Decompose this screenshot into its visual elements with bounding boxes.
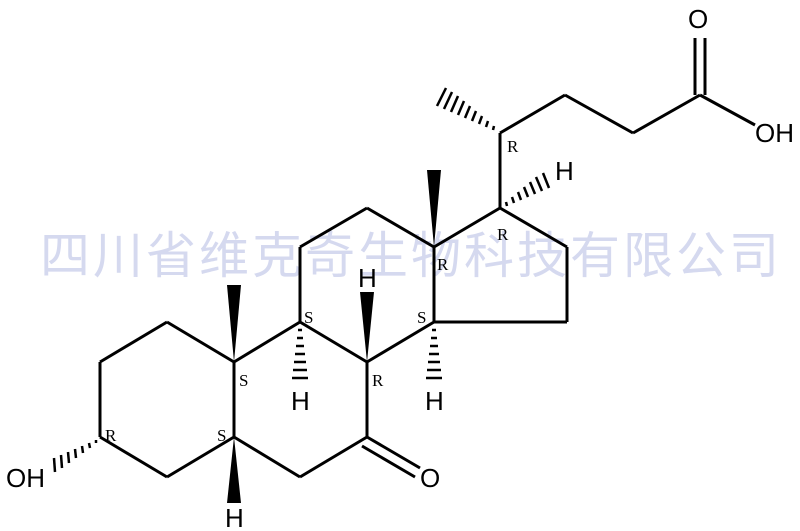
stereo-c3: R xyxy=(105,426,117,445)
stereo-labels: R R R S S S R R S xyxy=(105,137,519,445)
h-c17-label: H xyxy=(555,156,574,186)
stereo-c13: R xyxy=(437,255,449,274)
stereo-c10: S xyxy=(239,371,248,390)
h-c8-label: H xyxy=(358,263,377,293)
h-c14-label: H xyxy=(425,386,444,416)
h-c5-label: H xyxy=(225,503,244,531)
carboxyl-oxygen-label: O xyxy=(688,4,708,34)
stereo-c14: S xyxy=(417,308,426,327)
hydroxyl-label: OH xyxy=(6,463,45,493)
h-c9-label: H xyxy=(291,386,310,416)
hash-bonds xyxy=(52,87,551,473)
watermark-text: 四川省维克奇生物科技有限公司 xyxy=(40,227,782,285)
atom-labels: O OH OH O H H H H H xyxy=(6,4,794,531)
stereo-c8: R xyxy=(372,371,384,390)
wedge-bonds xyxy=(227,170,441,503)
stereo-c5: S xyxy=(217,426,226,445)
stereo-c17: R xyxy=(497,225,509,244)
bonds xyxy=(98,38,756,479)
stereo-c9: S xyxy=(304,308,313,327)
stereo-c20: R xyxy=(507,137,519,156)
carboxyl-hydroxyl-label: OH xyxy=(755,118,794,148)
ketone-oxygen-label: O xyxy=(420,463,440,493)
